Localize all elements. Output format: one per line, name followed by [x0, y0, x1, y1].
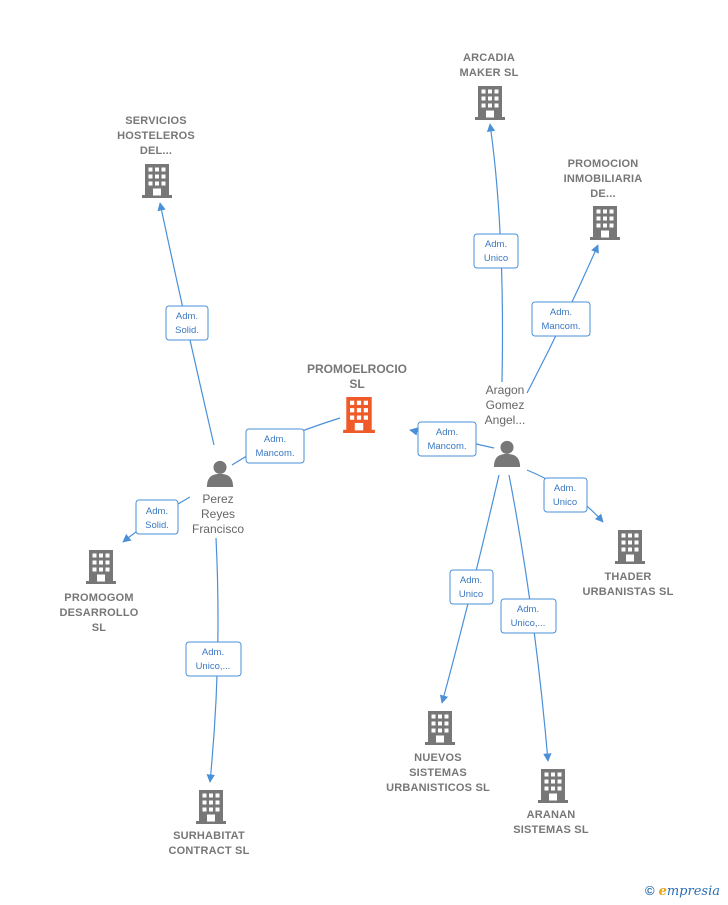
- relation-line: Mancom.: [541, 321, 580, 332]
- company-node-promocion[interactable]: PROMOCION INMOBILIARIA DE...: [564, 158, 643, 240]
- relation-label-aragon-arcadia: Adm. Unico: [473, 233, 519, 269]
- company-label: URBANISTICOS SL: [386, 782, 490, 794]
- building-icon: [538, 769, 568, 803]
- relation-line: Adm.: [554, 483, 576, 494]
- person-icon: [493, 440, 521, 467]
- person-label: Perez: [202, 492, 233, 506]
- building-icon: [475, 86, 505, 120]
- company-label: CONTRACT SL: [168, 845, 249, 857]
- building-icon: [343, 397, 375, 433]
- company-label: SISTEMAS: [409, 767, 467, 779]
- center-company-node[interactable]: PROMOELROCIO SL: [307, 362, 407, 433]
- company-label: THADER: [604, 571, 651, 583]
- company-node-aranan[interactable]: ARANAN SISTEMAS SL: [513, 769, 589, 836]
- relation-line: Adm.: [176, 311, 198, 322]
- center-company-label: SL: [349, 377, 364, 391]
- edges: [122, 123, 604, 783]
- building-icon: [142, 164, 172, 198]
- company-label: HOSTELEROS: [117, 130, 195, 142]
- copyright-icon: ©: [644, 883, 655, 898]
- company-node-thader[interactable]: THADER URBANISTAS SL: [582, 530, 673, 598]
- person-node-aragon[interactable]: Aragon Gomez Angel...: [485, 383, 526, 467]
- building-icon: [196, 790, 226, 824]
- relation-line: Adm.: [264, 434, 286, 445]
- relation-label-perez-promogom: Adm. Solid.: [135, 499, 179, 535]
- relation-line: Adm.: [146, 506, 168, 517]
- building-icon: [615, 530, 645, 564]
- relation-line: Mancom.: [255, 448, 294, 459]
- relation-line: Solid.: [145, 520, 169, 531]
- relation-label-aragon-promocion: Adm. Mancom.: [531, 301, 591, 337]
- relation-label-aragon-nuevos: Adm. Unico: [449, 569, 494, 605]
- company-label: ARANAN: [527, 809, 576, 821]
- person-node-perez[interactable]: Perez Reyes Francisco: [192, 460, 244, 536]
- company-node-nuevos[interactable]: NUEVOS SISTEMAS URBANISTICOS SL: [386, 711, 490, 794]
- relation-line: Unico: [553, 497, 577, 508]
- company-node-arcadia[interactable]: ARCADIA MAKER SL: [459, 52, 518, 120]
- relation-line: Mancom.: [427, 441, 466, 452]
- company-label: ARCADIA: [463, 52, 515, 64]
- brand-logo: empresia: [659, 884, 720, 899]
- relation-line: Unico,...: [196, 661, 231, 672]
- relation-label-perez-center: Adm. Mancom.: [245, 428, 305, 464]
- building-icon: [590, 206, 620, 240]
- person-label: Gomez: [486, 398, 525, 412]
- relation-line: Adm.: [436, 427, 458, 438]
- brand-name: mpresia: [666, 884, 720, 899]
- company-label: MAKER SL: [459, 67, 518, 79]
- relation-line: Unico: [459, 589, 483, 600]
- relation-line: Adm.: [460, 575, 482, 586]
- center-company-label: PROMOELROCIO: [307, 362, 407, 376]
- company-label: SISTEMAS SL: [513, 824, 589, 836]
- building-icon: [86, 550, 116, 584]
- company-label: NUEVOS: [414, 752, 462, 764]
- relation-label-aragon-thader: Adm. Unico: [543, 477, 588, 513]
- relation-label-aragon-center: Adm. Mancom.: [417, 421, 477, 457]
- company-label: SERVICIOS: [125, 115, 187, 127]
- relation-line: Unico: [484, 253, 508, 264]
- relation-line: Adm.: [202, 647, 224, 658]
- person-label: Francisco: [192, 522, 244, 536]
- company-label: DESARROLLO: [60, 607, 139, 619]
- relation-label-perez-servicios: Adm. Solid.: [165, 305, 209, 341]
- relation-line: Unico,...: [511, 618, 546, 629]
- relation-label-aragon-aranan: Adm. Unico,...: [500, 598, 557, 634]
- footer-brand[interactable]: ©empresia: [645, 883, 720, 899]
- person-label: Angel...: [485, 413, 526, 427]
- company-label: INMOBILIARIA: [564, 173, 643, 185]
- relation-labels: Adm. Solid. Adm. Mancom. Adm. Solid. Adm…: [135, 233, 591, 677]
- company-label: DE...: [590, 188, 615, 200]
- person-label: Aragon: [486, 383, 525, 397]
- brand-initial: e: [658, 884, 667, 899]
- company-label: URBANISTAS SL: [582, 586, 673, 598]
- company-label: PROMOGOM: [64, 592, 133, 604]
- company-label: DEL...: [140, 145, 172, 157]
- company-label: PROMOCION: [568, 158, 639, 170]
- company-node-promogom[interactable]: PROMOGOM DESARROLLO SL: [60, 550, 139, 634]
- building-icon: [425, 711, 455, 745]
- relation-line: Adm.: [485, 239, 507, 250]
- company-node-surhabitat[interactable]: SURHABITAT CONTRACT SL: [168, 790, 249, 857]
- company-label: SL: [92, 622, 107, 634]
- person-label: Reyes: [201, 507, 235, 521]
- relation-line: Adm.: [517, 604, 539, 615]
- relation-label-perez-surhabitat: Adm. Unico,...: [185, 641, 242, 677]
- relation-line: Solid.: [175, 325, 199, 336]
- company-label: SURHABITAT: [173, 830, 245, 842]
- person-icon: [206, 460, 234, 487]
- relation-line: Adm.: [550, 307, 572, 318]
- company-node-servicios[interactable]: SERVICIOS HOSTELEROS DEL...: [117, 115, 195, 198]
